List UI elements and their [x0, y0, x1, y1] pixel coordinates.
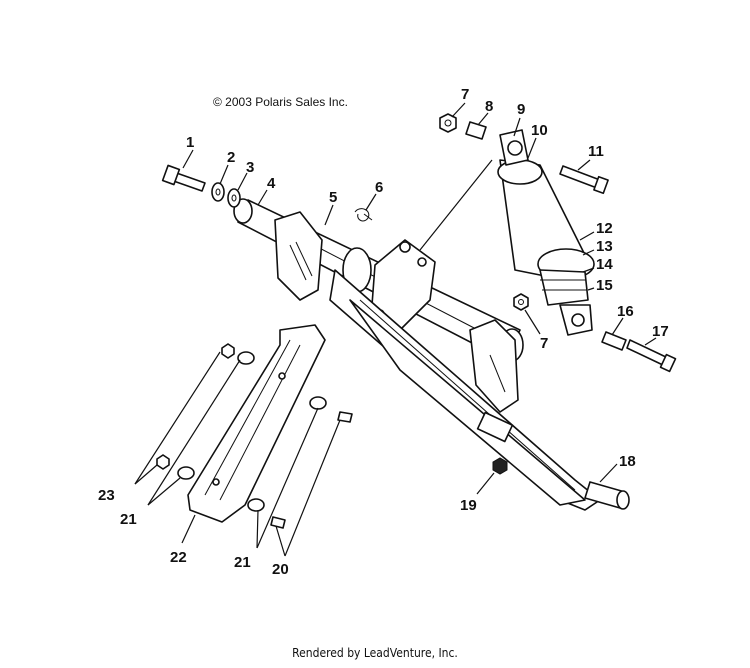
bolt-20-b [270, 516, 286, 529]
callout-10: 10 [531, 122, 548, 139]
callout-6: 6 [375, 179, 383, 196]
callout-20: 20 [272, 561, 289, 578]
callout-labels: 1 2 3 4 5 6 7 8 9 10 11 12 13 14 15 7 16… [98, 86, 669, 578]
copyright-notice: © 2003 Polaris Sales Inc. [213, 95, 348, 109]
nut-19 [492, 457, 508, 475]
callout-12: 12 [596, 220, 613, 237]
washer-21-d [247, 498, 265, 512]
callout-15: 15 [596, 277, 613, 294]
callout-4: 4 [267, 175, 276, 192]
bolt-11 [559, 165, 609, 195]
callout-16: 16 [617, 303, 634, 320]
nut-23-a [221, 343, 235, 359]
spacer-16 [601, 331, 627, 351]
callout-3: 3 [246, 159, 254, 176]
callout-2: 2 [227, 149, 235, 166]
washer-21-b [177, 466, 195, 480]
callout-23: 23 [98, 487, 115, 504]
bolt-17 [626, 339, 677, 373]
callout-21-left: 21 [120, 511, 137, 528]
shock-absorber [497, 129, 595, 336]
callout-9: 9 [517, 101, 525, 118]
washer-3 [227, 188, 241, 208]
top-nut-7 [439, 113, 457, 133]
callout-1: 1 [186, 134, 194, 151]
washer-21-c [309, 396, 327, 410]
nut-7-lower [513, 293, 529, 311]
washer-21-a [237, 351, 255, 365]
callout-21-bottom: 21 [234, 554, 251, 571]
callout-19: 19 [460, 497, 477, 514]
bolt-1 [161, 164, 206, 192]
clip-6 [354, 208, 373, 222]
callout-7-lower: 7 [540, 335, 548, 352]
leader-lines [134, 102, 657, 557]
callout-14: 14 [596, 256, 613, 273]
lower-arm [329, 269, 601, 511]
callout-13: 13 [596, 238, 613, 255]
render-credit: Rendered by LeadVenture, Inc. [292, 646, 458, 660]
shock-mount-bracket [342, 239, 436, 331]
bolt-20-a [337, 411, 353, 423]
nut-23-b [156, 454, 170, 470]
link-arm [187, 324, 326, 523]
callout-5: 5 [329, 189, 337, 206]
callout-7-top: 7 [461, 86, 469, 103]
spacer-8 [465, 121, 487, 140]
callout-17: 17 [652, 323, 669, 340]
callout-8: 8 [485, 98, 493, 115]
callout-11: 11 [588, 143, 604, 160]
callout-22: 22 [170, 549, 187, 566]
rear-bracket [469, 319, 519, 413]
washer-2 [211, 182, 225, 202]
callout-18: 18 [619, 453, 636, 470]
front-bracket [274, 211, 323, 301]
axle-shaft [584, 481, 630, 510]
